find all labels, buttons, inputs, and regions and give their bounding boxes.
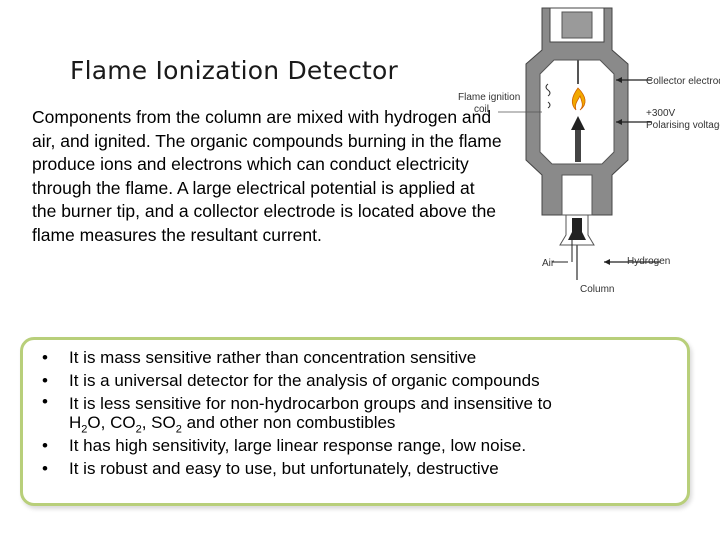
- list-item-text: It is robust and easy to use, but unfort…: [69, 459, 499, 478]
- label-coil: coil: [474, 104, 490, 115]
- label-flame-ignition: Flame ignition: [458, 92, 521, 103]
- intro-paragraph: Components from the column are mixed wit…: [32, 107, 502, 245]
- bullet-icon: •: [42, 371, 48, 390]
- label-voltage: +300V: [646, 108, 676, 119]
- flame: [572, 87, 586, 111]
- burner-jet: [571, 116, 585, 130]
- bullet-icon: •: [42, 348, 48, 367]
- list-item: • It is robust and easy to use, but unfo…: [33, 457, 673, 480]
- bullet-icon: •: [42, 459, 48, 478]
- slide-title: Flame Ionization Detector: [70, 56, 398, 85]
- ignition-coil: [545, 83, 551, 109]
- list-item: • It has high sensitivity, large linear …: [33, 434, 673, 457]
- label-air: Air: [542, 258, 555, 269]
- fid-diagram: Flame ignition coil Collector electrode …: [450, 0, 720, 300]
- list-item-text: It is mass sensitive rather than concent…: [69, 348, 477, 367]
- label-polarising-voltage: Polarising voltage: [646, 120, 720, 131]
- list-item: • It is a universal detector for the ana…: [33, 369, 673, 392]
- bullet-icon: •: [42, 392, 48, 411]
- list-item: • It is mass sensitive rather than conce…: [33, 346, 673, 369]
- bullet-icon: •: [42, 436, 48, 455]
- list-item-text: It is a universal detector for the analy…: [69, 371, 540, 390]
- combustion-chamber: [539, 59, 615, 165]
- list-item-text: It has high sensitivity, large linear re…: [69, 436, 527, 455]
- list-item: • It is less sensitive for non-hydrocarb…: [33, 392, 673, 436]
- fid-schematic: [498, 7, 660, 280]
- key-points-list: • It is mass sensitive rather than conce…: [33, 346, 673, 480]
- formula-h2o: H2O, CO2, SO2 and other non combustibles: [69, 413, 396, 436]
- list-item-text: It is less sensitive for non-hydrocarbon…: [69, 394, 552, 413]
- label-collector-electrode: Collector electrode: [646, 76, 720, 87]
- key-points-box: • It is mass sensitive rather than conce…: [20, 337, 690, 506]
- label-hydrogen: Hydrogen: [627, 256, 671, 267]
- label-column: Column: [580, 284, 615, 295]
